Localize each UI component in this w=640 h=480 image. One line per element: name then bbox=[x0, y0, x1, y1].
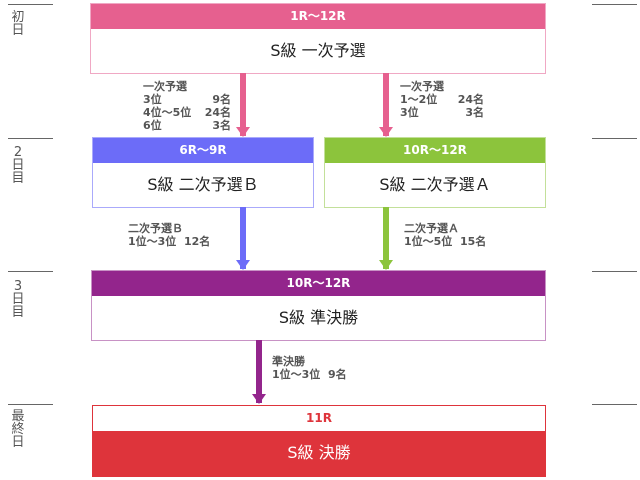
stage-title: S級 一次予選 bbox=[270, 41, 366, 60]
note-line: 1位～3位 9名 bbox=[272, 368, 347, 381]
note-heading: 準決勝 bbox=[272, 355, 305, 368]
day-label-2: 2日目 bbox=[11, 145, 25, 186]
divider bbox=[592, 138, 637, 139]
stage-title: S級 二次予選Ｂ bbox=[147, 175, 259, 194]
count: 24名 bbox=[204, 106, 231, 119]
advance-note-to-b: 一次予選 3位 9名 4位～5位 24名 6位 3名 bbox=[143, 80, 231, 132]
race-range: 10R～12R bbox=[92, 271, 545, 296]
divider bbox=[8, 4, 53, 5]
rank: 3位 bbox=[143, 93, 162, 106]
stage-second-qualifier-a: 10R～12R S級 二次予選Ａ bbox=[324, 137, 546, 208]
advance-note-semifinal: 準決勝 1位～3位 9名 bbox=[272, 355, 347, 381]
count: 24名 bbox=[457, 93, 484, 106]
stage-second-qualifier-b: 6R～9R S級 二次予選Ｂ bbox=[92, 137, 314, 208]
arrow-down-icon bbox=[236, 207, 250, 270]
day-label-1: 初日 bbox=[11, 10, 25, 38]
arrow-down-icon bbox=[252, 340, 266, 404]
note-heading: 一次予選 bbox=[400, 80, 444, 93]
stage-final: 11R S級 決勝 bbox=[92, 405, 546, 477]
arrow-down-icon bbox=[379, 73, 393, 137]
stage-title: S級 準決勝 bbox=[278, 308, 359, 327]
race-range: 1R～12R bbox=[91, 4, 545, 29]
divider bbox=[8, 138, 53, 139]
rank: 6位 bbox=[143, 119, 162, 132]
rank: 1～2位 bbox=[400, 93, 438, 106]
divider bbox=[592, 271, 637, 272]
stage-title: S級 二次予選Ａ bbox=[379, 175, 491, 194]
stage-semifinal: 10R～12R S級 準決勝 bbox=[91, 270, 546, 341]
stage-first-qualifier: 1R～12R S級 一次予選 bbox=[90, 3, 546, 74]
arrow-down-icon bbox=[236, 73, 250, 137]
advance-note-to-a: 一次予選 1～2位 24名 3位 3名 bbox=[400, 80, 484, 119]
divider bbox=[592, 404, 637, 405]
count: 3名 bbox=[212, 119, 231, 132]
divider bbox=[592, 4, 637, 5]
note-line: 1位～5位 15名 bbox=[404, 235, 487, 248]
day-label-final: 最終日 bbox=[11, 409, 25, 450]
count: 3名 bbox=[465, 106, 484, 119]
advance-note-from-a: 二次予選Ａ 1位～5位 15名 bbox=[404, 222, 486, 248]
rank: 3位 bbox=[400, 106, 419, 119]
stage-title: S級 決勝 bbox=[287, 443, 351, 462]
note-heading: 二次予選Ｂ bbox=[128, 222, 183, 235]
divider bbox=[8, 404, 53, 405]
advance-note-from-b: 二次予選Ｂ 1位～3位 12名 bbox=[128, 222, 210, 248]
count: 9名 bbox=[212, 93, 231, 106]
day-label-3: 3日目 bbox=[11, 279, 25, 320]
race-range: 6R～9R bbox=[93, 138, 313, 163]
race-range: 10R～12R bbox=[325, 138, 545, 163]
note-line: 1位～3位 12名 bbox=[128, 235, 211, 248]
arrow-down-icon bbox=[379, 207, 393, 270]
note-heading: 一次予選 bbox=[143, 80, 187, 93]
race-range: 11R bbox=[93, 406, 545, 431]
note-heading: 二次予選Ａ bbox=[404, 222, 459, 235]
rank: 4位～5位 bbox=[143, 106, 192, 119]
divider bbox=[8, 271, 53, 272]
